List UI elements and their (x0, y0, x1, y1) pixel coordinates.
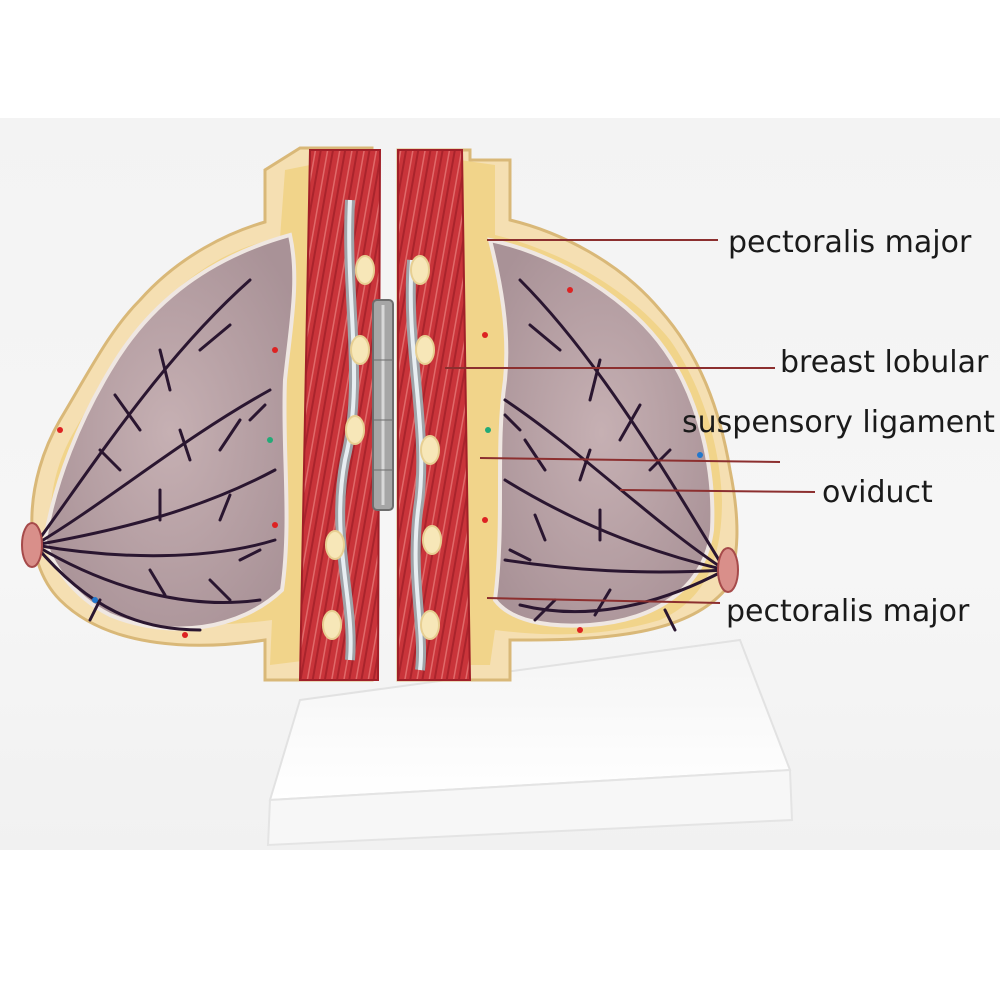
right-nipple (717, 547, 739, 593)
model-stand (266, 638, 794, 847)
leader-line-oviduct (619, 489, 816, 493)
callout-leader-lines (445, 239, 816, 604)
label-oviduct: oviduct (822, 475, 933, 510)
leader-line-pectoralis-major-bottom (486, 597, 721, 604)
right-breast-section (396, 148, 739, 682)
left-breast-section (21, 146, 382, 682)
label-breast-lobular: breast lobular (780, 345, 989, 380)
left-nipple (21, 522, 43, 568)
left-duct-network (33, 278, 277, 632)
label-suspensory-ligament: suspensory ligament (682, 405, 995, 440)
label-pectoralis-major-bottom: pectoralis major (726, 594, 970, 629)
label-pectoralis-major-top: pectoralis major (728, 225, 972, 260)
leader-line-suspensory-ligament (479, 457, 781, 463)
hinge (372, 299, 394, 511)
